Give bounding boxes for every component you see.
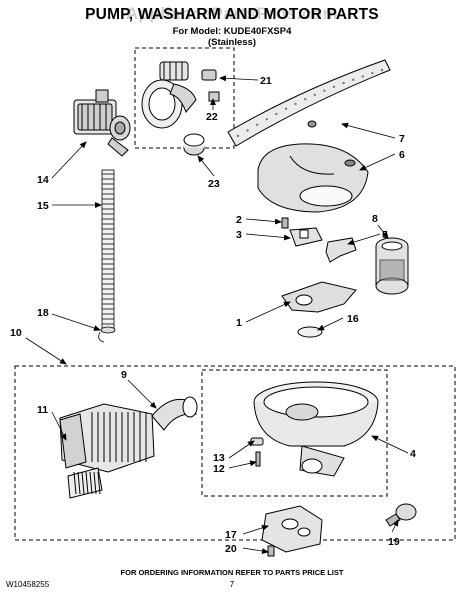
callout-10: 10 [10, 327, 22, 339]
fittings-illustration [281, 217, 357, 263]
callout-19: 19 [388, 536, 400, 548]
page-number: 7 [229, 580, 235, 589]
callout-4: 4 [410, 448, 416, 460]
callout-11: 11 [37, 404, 48, 416]
callout-21: 21 [260, 75, 272, 87]
top-box-parts-illustration [141, 61, 220, 156]
callout-9: 9 [121, 369, 127, 381]
callout-7: 7 [399, 133, 405, 145]
circulation-motor-illustration [59, 403, 155, 499]
lower-housing-illustration [261, 505, 323, 557]
callout-15: 15 [37, 200, 49, 212]
ordering-note: FOR ORDERING INFORMATION REFER TO PARTS … [120, 568, 344, 577]
callout-5: 5 [382, 229, 388, 241]
pump-motor-assembly-illustration [73, 89, 131, 157]
shield-illustration [257, 143, 369, 213]
callout-17: 17 [225, 529, 237, 541]
elbow-hose-illustration [151, 396, 198, 431]
document-id: W10458255 [6, 580, 50, 589]
bottom-outer-box [14, 365, 456, 541]
leader-lines [25, 75, 409, 555]
callout-8: 8 [372, 213, 378, 225]
callout-6: 6 [399, 149, 405, 161]
callout-14: 14 [37, 174, 49, 186]
model-line: For Model: KUDE40FXSP4 [172, 26, 292, 37]
callout-23: 23 [208, 178, 220, 190]
callout-18: 18 [37, 307, 49, 319]
callout-2: 2 [236, 214, 242, 226]
mounting-plate-illustration [281, 281, 357, 338]
callout-22: 22 [206, 111, 218, 123]
nozzle-illustration [385, 503, 417, 527]
drain-hose-illustration [98, 169, 116, 343]
callout-12: 12 [213, 463, 225, 475]
callout-3: 3 [236, 229, 242, 241]
material-line: (Stainless) [207, 37, 257, 48]
filter-illustration [375, 237, 409, 295]
callout-20: 20 [225, 543, 237, 555]
callout-16: 16 [347, 313, 359, 325]
callout-13: 13 [213, 452, 225, 464]
bottom-inner-box [201, 369, 388, 497]
upper-spray-arm-illustration [227, 59, 391, 147]
sump-illustration [253, 381, 379, 477]
page-title: PUMP, WASHARM AND MOTOR PARTS [85, 6, 379, 23]
callout-1: 1 [236, 317, 242, 329]
